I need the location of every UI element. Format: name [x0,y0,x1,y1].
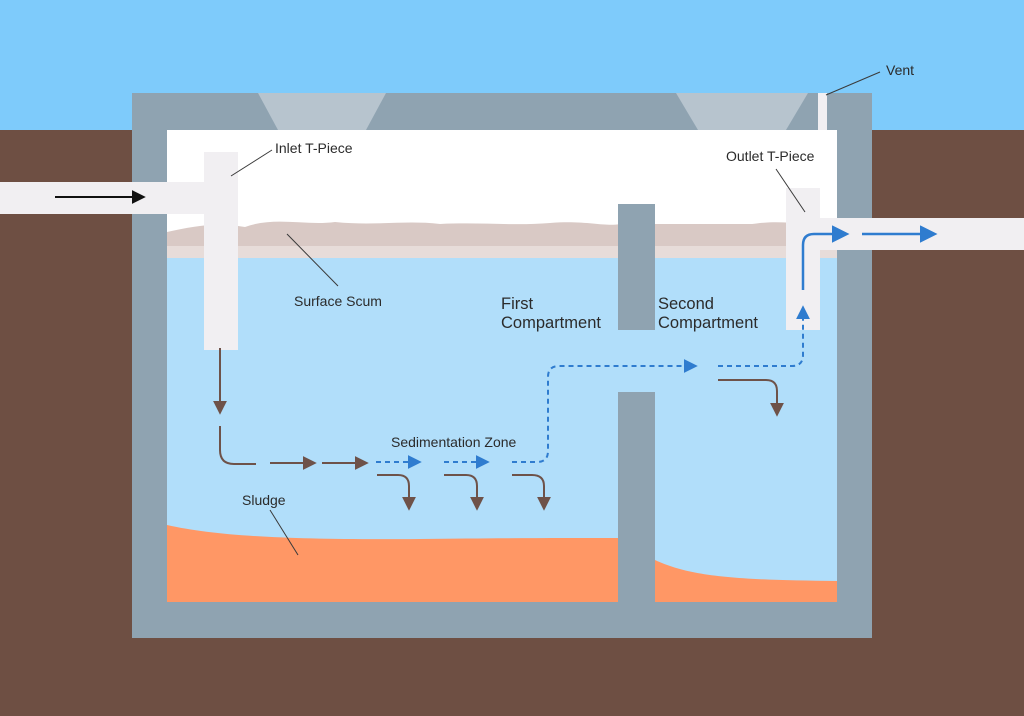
outlet-leader [775,168,806,213]
inlet-tpiece [204,152,238,350]
label-second-compartment-line2: Compartment [658,314,758,332]
label-sedimentation-zone: Sedimentation Zone [391,434,517,450]
clarified-rising-path [512,359,698,463]
label-second-compartment-line1: Second [658,295,714,313]
inlet-leader [230,149,273,177]
sludge-second [655,560,837,602]
settle-arrow-3 [512,474,551,511]
outlet-flow-turn [801,225,850,290]
sludge-leader [269,509,299,556]
flow-turn-line [219,426,256,465]
surface-scum-band [167,246,837,258]
label-vent: Vent [886,62,914,78]
sludge-first [167,525,618,602]
inlet-manhole [258,93,386,130]
label-first-compartment-line1: First [501,295,533,313]
baffle-wall-lower [618,392,655,638]
vent-leader [825,71,881,96]
vent-pipe [818,93,827,130]
label-outlet-tpiece: Outlet T-Piece [726,148,815,164]
label-inlet-tpiece: Inlet T-Piece [275,140,353,156]
scum-leader [286,233,339,287]
outlet-manhole [676,93,808,130]
label-first-compartment-line2: Compartment [501,314,601,332]
settle-arrow-1 [377,474,416,511]
baffle-wall-upper [618,204,655,330]
settle-arrow-2 [444,474,484,511]
label-sludge: Sludge [242,492,286,508]
clarified-outlet-rise [718,305,810,367]
settle-arrow-4 [718,379,784,417]
label-surface-scum: Surface Scum [294,293,382,309]
